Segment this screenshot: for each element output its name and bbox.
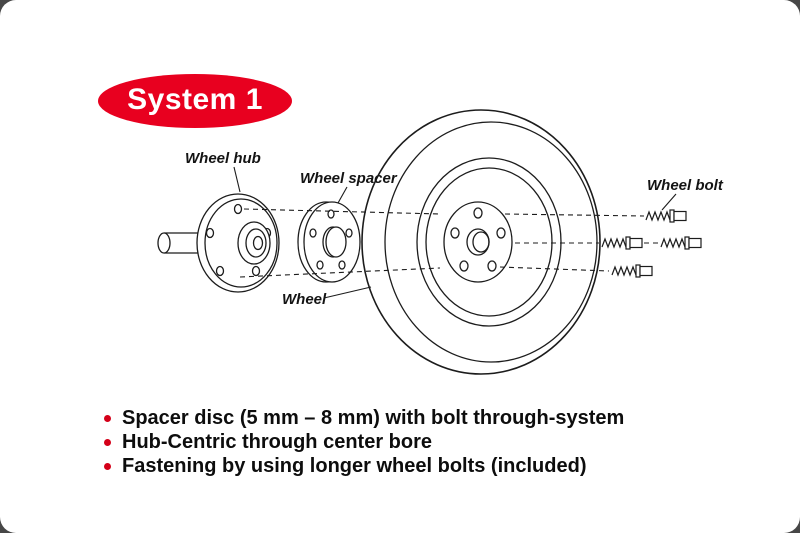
- hub-bolt-hole: [251, 265, 261, 277]
- feature-text: Spacer disc (5 mm – 8 mm) with bolt thro…: [122, 406, 625, 429]
- bullet-dot-icon: [104, 438, 111, 446]
- wheel-bolts-drawing: [601, 209, 702, 278]
- wheel-bolt-hole: [459, 260, 469, 272]
- bullet-dot-icon: [104, 414, 111, 422]
- wheel-hub-drawing: [157, 193, 280, 293]
- bolt-thread: [601, 237, 627, 249]
- spacer-bolt-hole: [338, 260, 346, 270]
- diagram-labels: Wheel hub Wheel spacer Wheel Wheel bolt: [185, 150, 724, 308]
- label-wheel-hub: Wheel hub: [185, 150, 261, 167]
- wheel-bolt-drawing: [611, 264, 653, 278]
- feature-item: Fastening by using longer wheel bolts (i…: [104, 454, 624, 478]
- alignment-dash-line: [239, 267, 441, 278]
- system-badge-label: System 1: [127, 83, 263, 116]
- label-pointer-line: [337, 186, 348, 204]
- bolt-head: [639, 265, 653, 277]
- spacer-bolt-hole: [316, 260, 324, 270]
- label-wheel: Wheel: [282, 291, 327, 308]
- spacer-bolt-hole: [309, 228, 317, 238]
- label-pointer-line: [233, 166, 241, 193]
- wheel-bolt-drawing: [601, 236, 643, 250]
- bolt-head: [673, 210, 687, 222]
- alignment-dash-line: [499, 266, 610, 272]
- hub-flange-inner: [204, 198, 278, 288]
- alignment-dash-line: [243, 208, 441, 215]
- bolt-thread: [660, 237, 686, 249]
- wheel-bolt-hole: [473, 207, 483, 219]
- label-wheel-spacer: Wheel spacer: [300, 170, 398, 187]
- spacer-center-bore: [325, 226, 347, 258]
- wheel-bolt-hole: [487, 260, 497, 272]
- bolt-head: [688, 237, 702, 249]
- wheel-bolt-drawing: [645, 209, 687, 223]
- feature-text: Fastening by using longer wheel bolts (i…: [122, 454, 587, 477]
- wheel-bolt-hole: [450, 227, 460, 239]
- feature-item: Hub-Centric through center bore: [104, 430, 624, 454]
- wheel-center-bore-inner: [472, 231, 490, 253]
- hub-bolt-hole: [233, 203, 243, 215]
- system-badge: System 1: [98, 74, 292, 128]
- bolt-head: [629, 237, 643, 249]
- spacer-bolt-hole: [327, 209, 335, 219]
- bolt-thread: [645, 210, 671, 222]
- wheel-bolt-drawing: [660, 236, 702, 250]
- label-pointer-line: [661, 193, 677, 211]
- bullet-dot-icon: [104, 462, 111, 470]
- axle-shaft-cap: [157, 232, 171, 254]
- label-wheel-bolt: Wheel bolt: [647, 177, 724, 194]
- hub-center-bore: [252, 235, 264, 251]
- hub-bolt-hole: [215, 265, 225, 277]
- wheel-bolt-hole: [496, 227, 506, 239]
- alignment-dashed-lines: [239, 208, 658, 278]
- wheel-drawing: [361, 109, 601, 375]
- wheel-spacer-drawing: [297, 201, 361, 283]
- feature-text: Hub-Centric through center bore: [122, 430, 433, 453]
- label-pointer-line: [323, 286, 372, 299]
- bolt-thread: [611, 265, 637, 277]
- spacer-bolt-hole: [345, 228, 353, 238]
- feature-list: Spacer disc (5 mm – 8 mm) with bolt thro…: [104, 406, 624, 478]
- feature-item: Spacer disc (5 mm – 8 mm) with bolt thro…: [104, 406, 624, 430]
- hub-bolt-hole: [205, 227, 215, 239]
